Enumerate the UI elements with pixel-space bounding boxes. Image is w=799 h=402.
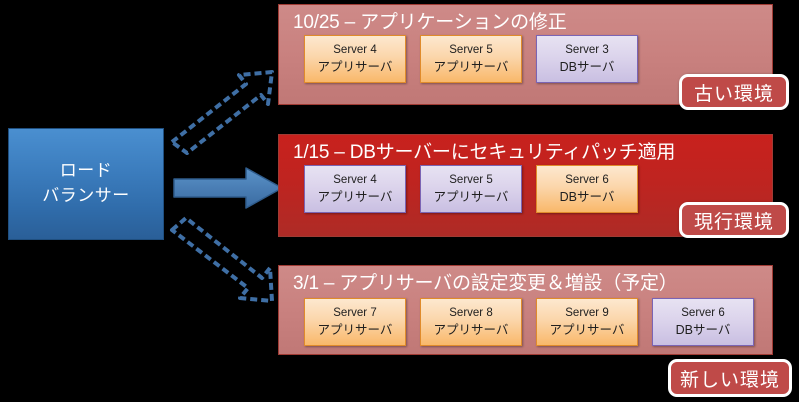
- load-balancer-label-line1: ロード: [59, 161, 113, 181]
- status-badge-current-environment: 現行環境: [679, 202, 789, 238]
- server-box[interactable]: Server 8 アプリサーバ: [420, 298, 522, 346]
- server-box[interactable]: Server 3 DBサーバ: [536, 35, 638, 83]
- panel-old-environment[interactable]: 10/25 – アプリケーションの修正 Server 4 アプリサーバ Serv…: [278, 4, 773, 105]
- server-name: Server 3: [565, 43, 609, 56]
- panel-title-new: 3/1 – アプリサーバの設定変更＆増設（予定）: [293, 273, 678, 294]
- server-role: DBサーバ: [559, 190, 615, 205]
- server-role: DBサーバ: [559, 60, 615, 75]
- server-name: Server 6: [565, 173, 609, 186]
- server-box[interactable]: Server 4 アプリサーバ: [304, 35, 406, 83]
- server-role: アプリサーバ: [433, 60, 509, 75]
- status-badge-new-environment: 新しい環境: [668, 359, 792, 397]
- load-balancer-box[interactable]: ロード バランサー: [8, 128, 164, 240]
- arrow-to-current-environment-icon: [173, 167, 283, 209]
- server-box[interactable]: Server 4 アプリサーバ: [304, 165, 406, 213]
- server-role: アプリサーバ: [317, 190, 393, 205]
- server-name: Server 5: [449, 173, 493, 186]
- server-name: Server 8: [449, 306, 493, 319]
- arrow-to-new-environment-icon: [170, 216, 274, 303]
- arrow-to-old-environment-icon: [170, 70, 274, 155]
- server-name: Server 4: [333, 43, 377, 56]
- server-role: アプリサーバ: [549, 323, 625, 338]
- server-box[interactable]: Server 5 アプリサーバ: [420, 165, 522, 213]
- server-role: DBサーバ: [675, 323, 731, 338]
- server-box[interactable]: Server 7 アプリサーバ: [304, 298, 406, 346]
- status-badge-old-environment: 古い環境: [679, 74, 789, 110]
- server-name: Server 4: [333, 173, 377, 186]
- panel-current-environment[interactable]: 1/15 – DBサーバーにセキュリティパッチ適用 Server 4 アプリサー…: [278, 134, 773, 237]
- server-name: Server 5: [449, 43, 493, 56]
- server-role: アプリサーバ: [433, 190, 509, 205]
- server-box[interactable]: Server 6 DBサーバ: [536, 165, 638, 213]
- server-row-new: Server 7 アプリサーバ Server 8 アプリサーバ Server 9…: [304, 298, 754, 346]
- server-box[interactable]: Server 6 DBサーバ: [652, 298, 754, 346]
- server-row-old: Server 4 アプリサーバ Server 5 アプリサーバ Server 3…: [304, 35, 638, 83]
- server-role: アプリサーバ: [317, 60, 393, 75]
- panel-new-environment[interactable]: 3/1 – アプリサーバの設定変更＆増設（予定） Server 7 アプリサーバ…: [278, 265, 773, 355]
- server-role: アプリサーバ: [317, 323, 393, 338]
- panel-title-current: 1/15 – DBサーバーにセキュリティパッチ適用: [293, 142, 676, 163]
- server-box[interactable]: Server 9 アプリサーバ: [536, 298, 638, 346]
- load-balancer-label-line2: バランサー: [42, 186, 130, 205]
- server-name: Server 9: [565, 306, 609, 319]
- server-role: アプリサーバ: [433, 323, 509, 338]
- server-name: Server 6: [681, 306, 725, 319]
- server-box[interactable]: Server 5 アプリサーバ: [420, 35, 522, 83]
- server-name: Server 7: [333, 306, 377, 319]
- server-row-current: Server 4 アプリサーバ Server 5 アプリサーバ Server 6…: [304, 165, 638, 213]
- panel-title-old: 10/25 – アプリケーションの修正: [293, 12, 567, 33]
